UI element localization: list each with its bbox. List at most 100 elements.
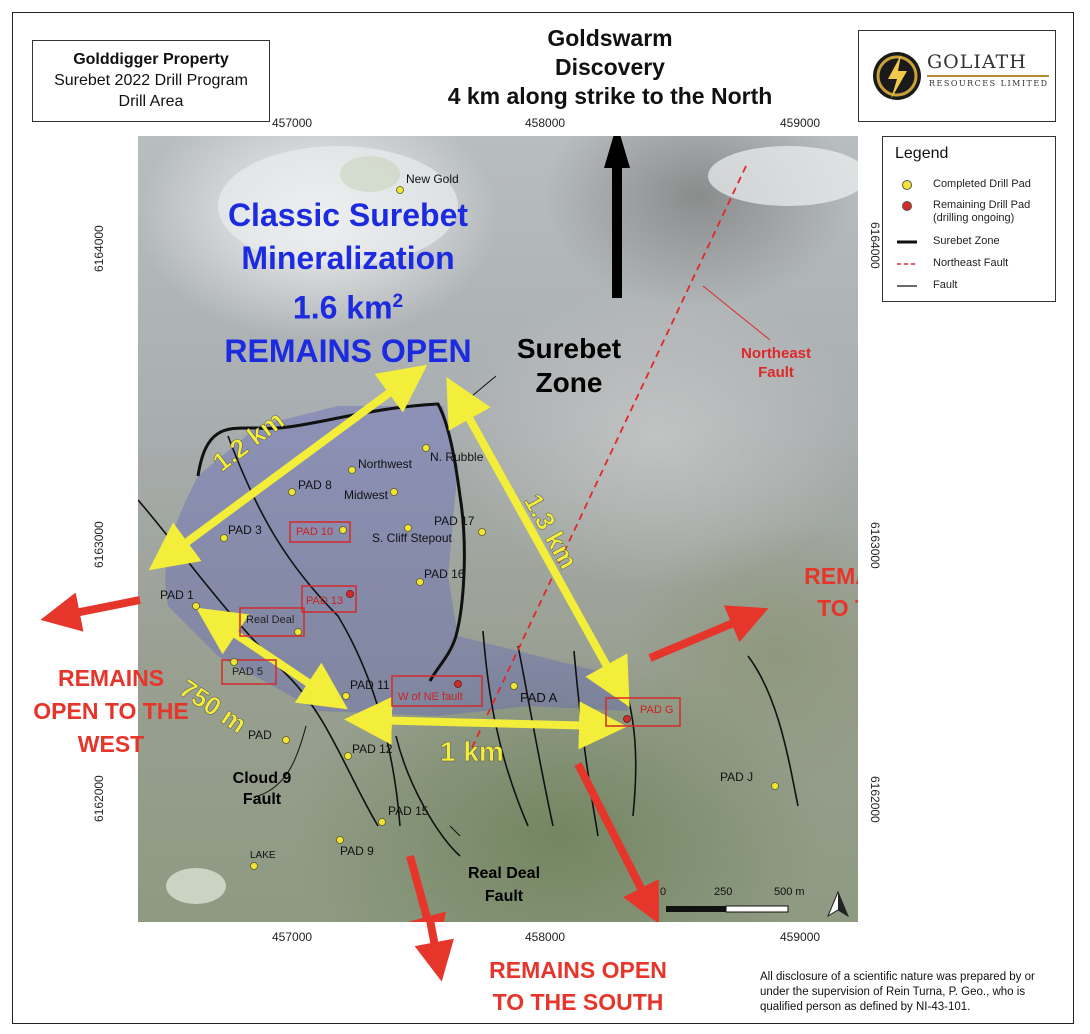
distance-label-1km: 1 km — [440, 736, 504, 768]
remaining-pad-icon — [902, 201, 912, 211]
lake-shape — [166, 868, 226, 904]
property-title: Golddigger Property — [73, 51, 229, 68]
pad-label-pad: PAD — [248, 728, 272, 742]
pad-label-n-rubble: N. Rubble — [430, 450, 484, 464]
pad-label-pad-g: PAD G — [640, 704, 674, 716]
pad-dot-remaining — [346, 590, 354, 598]
discovery-label: Goldswarm Discovery 4 km along strike to… — [400, 24, 820, 111]
open-south-label: REMAINS OPEN TO THE SOUTH — [450, 954, 706, 1018]
legend-label-surebet-zone: Surebet Zone — [933, 235, 1000, 247]
pad-label-pad-1: PAD 1 — [160, 588, 194, 602]
open-west-line1: REMAINS — [57, 665, 165, 691]
open-west-line3: WEST — [77, 731, 145, 757]
open-east-label: REMAINS OPEN TO THE EAST — [778, 560, 858, 624]
arrow-south — [406, 854, 446, 922]
legend-label-northeast-fault: Northeast Fault — [933, 257, 1009, 269]
cloud9-line2: Fault — [242, 791, 282, 808]
pad-dot — [771, 782, 779, 790]
x-tick-top-459000: 459000 — [780, 116, 821, 130]
surebet-zone-line-icon — [897, 240, 917, 244]
pad-dot — [192, 602, 200, 610]
pad-label-pad-5: PAD 5 — [232, 666, 263, 678]
x-tick-bottom-458000: 458000 — [525, 930, 566, 944]
pad-label-pad-3: PAD 3 — [228, 523, 262, 537]
pad-box-w-of-ne-fault — [391, 675, 483, 707]
pad-dot — [344, 752, 352, 760]
distance-arrow-1-3km — [446, 377, 630, 707]
pad-dot — [336, 836, 344, 844]
disclaimer: All disclosure of a scientific nature wa… — [760, 971, 1035, 1013]
pad-dot — [378, 818, 386, 826]
fault-line — [395, 735, 461, 857]
northeast-fault-line2: Fault — [758, 364, 794, 381]
surebet-zone-line2: Zone — [535, 367, 603, 398]
scale-label-0: 0 — [660, 886, 667, 898]
x-tick-bottom-457000: 457000 — [272, 930, 313, 944]
legend-label-remaining-l1: Remaining Drill Pad — [933, 199, 1031, 211]
pad-dot — [396, 186, 404, 194]
mineralization-label: Classic Surebet Mineralization 1.6 km2 R… — [198, 194, 498, 373]
open-west-line2: OPEN TO THE — [33, 698, 189, 724]
pad-label-pad-13: PAD 13 — [306, 595, 344, 607]
pad-dot — [250, 862, 258, 870]
mineralization-line2: Mineralization — [241, 240, 455, 276]
pad-label-pad-11: PAD 11 — [350, 678, 390, 692]
pad-label-pad-17: PAD 17 — [434, 514, 475, 528]
figure-border — [12, 12, 1074, 1024]
area-title: Drill Area — [118, 93, 184, 110]
pad-dot — [294, 628, 302, 636]
northeast-fault-line-icon — [897, 263, 917, 265]
logo-subtitle: RESOURCES LIMITED — [929, 79, 1049, 88]
northeast-fault-leader — [702, 285, 771, 341]
pad-dot — [478, 528, 486, 536]
pad-box-pad-13 — [301, 585, 357, 613]
remaining-pad-dots — [346, 590, 631, 723]
pad-dot — [348, 466, 356, 474]
completed-pad-icon — [902, 180, 912, 190]
open-west-label: REMAINS OPEN TO THE WEST — [20, 662, 202, 761]
open-south-line1: REMAINS OPEN — [489, 957, 667, 983]
discovery-line3: 4 km along strike to the North — [447, 83, 773, 109]
legend-label-remaining: Remaining Drill Pad (drilling ongoing) — [933, 199, 1030, 225]
pad-dot-remaining — [454, 680, 462, 688]
pad-box-real-deal — [239, 607, 305, 637]
pad-label-pad-10: PAD 10 — [296, 526, 334, 538]
fault-line-icon — [897, 285, 917, 287]
pad-dot — [416, 578, 424, 586]
legend-label-completed: Completed Drill Pad — [933, 178, 1031, 190]
y-tick-right-6162000: 6162000 — [868, 776, 882, 823]
pad-label-pad-15: PAD 15 — [388, 804, 429, 818]
north-pointer-head — [604, 136, 630, 168]
pad-dot — [288, 488, 296, 496]
pad-label-w-of-ne-fault: W of NE fault — [398, 691, 463, 703]
leader-line — [449, 825, 461, 837]
cloud9-line1: Cloud 9 — [232, 770, 292, 787]
northeast-fault-label: Northeast Fault — [726, 344, 826, 382]
pad-label-real-deal: Real Deal — [246, 614, 295, 626]
pad-label-s-cliff-stepout: S. Cliff Stepout — [372, 531, 452, 545]
real-deal-line1: Real Deal — [467, 865, 541, 882]
pad-label-pad-a: PAD A — [520, 690, 558, 705]
real-deal-line2: Fault — [484, 888, 524, 905]
y-tick-right-6163000: 6163000 — [868, 522, 882, 569]
distance-arrow-1km — [344, 696, 627, 750]
arrow-south-east — [574, 762, 660, 922]
x-tick-top-457000: 457000 — [272, 116, 313, 130]
area-value: 1.6 km — [292, 289, 393, 326]
scale-bar-white — [725, 905, 789, 913]
x-tick-top-458000: 458000 — [525, 116, 566, 130]
pad-dot — [390, 488, 398, 496]
mineralization-line4: REMAINS OPEN — [224, 332, 472, 369]
open-south-line2: TO THE SOUTH — [492, 989, 664, 1015]
discovery-line1: Goldswarm — [547, 25, 673, 51]
pad-dot — [220, 534, 228, 542]
logo-wordmark: GOLIATH — [927, 51, 1027, 73]
pad-box-pad-10 — [289, 521, 351, 543]
cloud9-fault-label: Cloud 9 Fault — [222, 768, 302, 810]
lake-shape — [340, 156, 400, 192]
program-title: Surebet 2022 Drill Program — [54, 72, 248, 89]
legend-label-remaining-l2: (drilling ongoing) — [933, 212, 1015, 224]
satellite-map: Classic Surebet Mineralization 1.6 km2 R… — [138, 136, 858, 922]
mineralization-line1: Classic Surebet — [227, 197, 469, 233]
pad-label-northwest: Northwest — [358, 457, 413, 471]
